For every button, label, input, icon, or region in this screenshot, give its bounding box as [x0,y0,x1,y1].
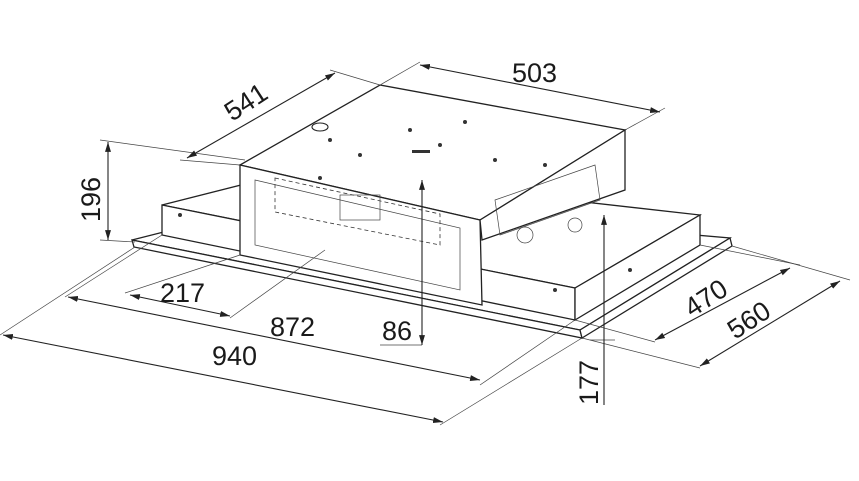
dim-196: 196 [76,177,106,222]
dim-470: 470 [679,273,733,323]
dim-872: 872 [270,312,315,342]
dimension-lines [2,63,841,423]
dim-940: 940 [212,341,257,371]
dim-177: 177 [574,360,604,405]
dim-503: 503 [512,58,557,88]
dim-217: 217 [160,278,205,308]
dim-560: 560 [722,295,776,345]
dim-541: 541 [219,77,273,127]
extension-lines [0,61,851,426]
dim-86: 86 [382,316,412,346]
